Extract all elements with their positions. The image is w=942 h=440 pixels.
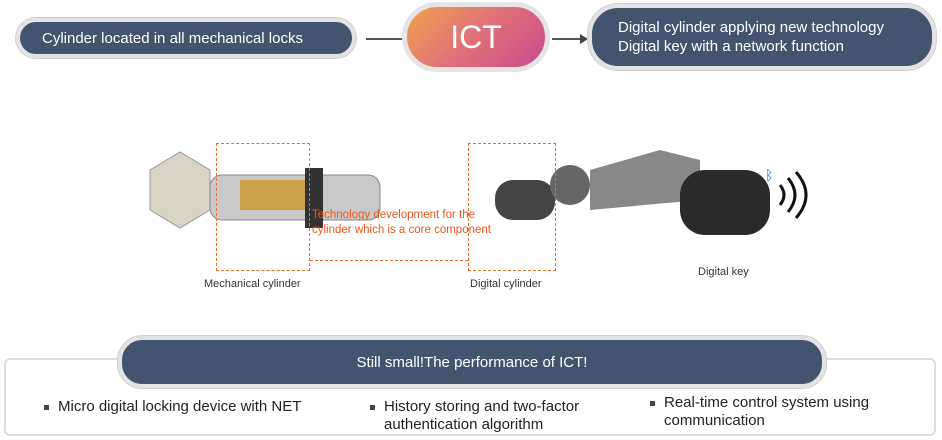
performance-banner: Still small!The performance of ICT! (118, 336, 826, 388)
key-caption: Digital key (698, 266, 749, 278)
mechanical-locks-pill: Cylinder located in all mechanical locks (16, 18, 356, 58)
digital-highlight (468, 143, 556, 271)
bullet-text: History storing and two-factor authentic… (384, 398, 580, 433)
digital-cylinder-image (495, 150, 700, 220)
bullet-item: Micro digital locking device with NET (44, 398, 301, 416)
right-line-1: Digital cylinder applying new technology (618, 19, 884, 36)
cylinder-illustrations: ᛒ (149, 150, 808, 235)
digital-key-image: ᛒ (680, 167, 808, 235)
connector-arrow (552, 38, 582, 40)
connector-line (366, 38, 404, 40)
banner-label: Still small!The performance of ICT! (356, 353, 588, 371)
ict-badge: ICT (402, 2, 550, 72)
ict-label: ICT (450, 18, 502, 55)
bullet-item: Real-time control system using communica… (650, 394, 910, 430)
bullet-item: History storing and two-factor authentic… (370, 398, 630, 434)
arrowhead-icon (580, 34, 588, 44)
annotation-text: Technology development for the cylinder … (312, 209, 491, 236)
svg-text:ᛒ: ᛒ (765, 167, 773, 183)
right-line-2: Digital key with a network function (618, 38, 844, 55)
mechanical-highlight (216, 143, 310, 271)
digital-caption: Digital cylinder (470, 278, 542, 290)
digital-pill: Digital cylinder applying new technology… (588, 4, 936, 70)
left-label: Cylinder located in all mechanical locks (42, 29, 303, 47)
mechanical-caption: Mechanical cylinder (204, 278, 301, 290)
mechanical-cylinder-image (149, 151, 381, 229)
bullet-text: Micro digital locking device with NET (58, 398, 302, 415)
dashed-arrow (310, 260, 468, 261)
bullet-text: Real-time control system using communica… (664, 394, 870, 429)
